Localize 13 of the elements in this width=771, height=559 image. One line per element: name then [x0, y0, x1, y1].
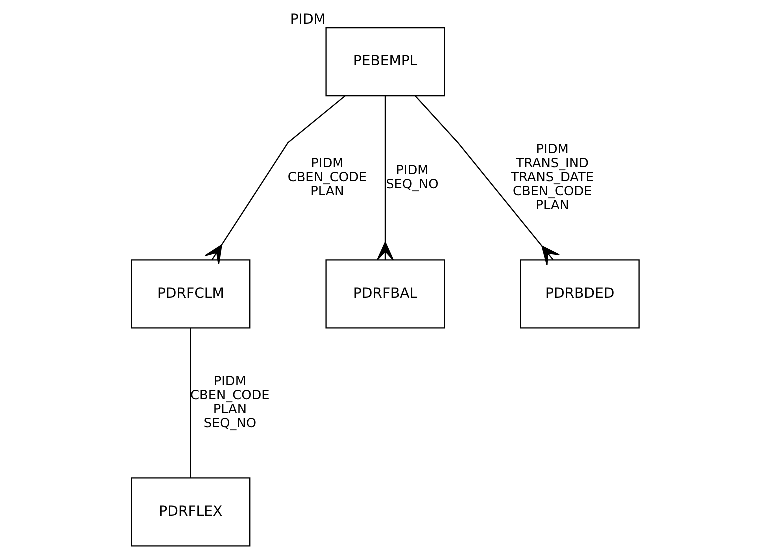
- node-box: PDRFLEX: [131, 478, 251, 547]
- edge-label: PIDM TRANS_IND TRANS_DATE CBEN_CODE PLAN: [511, 142, 594, 214]
- node-box: PDRBDED: [520, 260, 640, 329]
- connector: [205, 96, 346, 265]
- node-label: PIDM: [290, 12, 326, 28]
- edge-label: PIDM SEQ_NO: [386, 163, 439, 192]
- connector: [377, 96, 394, 261]
- node-box: PDRFBAL: [326, 260, 446, 329]
- edge-label: PIDM CBEN_CODE PLAN: [288, 156, 368, 200]
- node-box: PDRFCLM: [131, 260, 251, 329]
- connector: [415, 96, 560, 266]
- node-box: PEBEMPL: [326, 27, 446, 97]
- connector: [190, 328, 192, 478]
